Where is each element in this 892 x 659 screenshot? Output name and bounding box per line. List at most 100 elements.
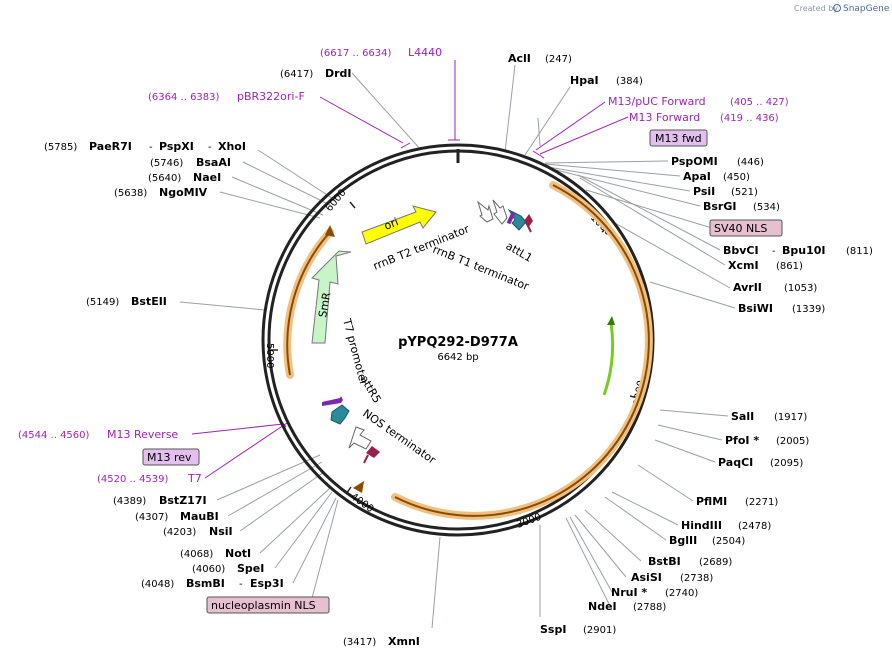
nsii-pos: (4203) bbox=[163, 527, 196, 538]
pbr322-name: pBR322ori-F bbox=[237, 90, 305, 103]
m13-rev-box bbox=[142, 448, 200, 466]
bpu10i-name: Bpu10I bbox=[782, 244, 826, 257]
noti-pos: (4068) bbox=[180, 549, 213, 560]
bstbi-pos: (2689) bbox=[699, 557, 732, 568]
t7-primer-name: T7 bbox=[187, 472, 202, 485]
hpai-pos: (384) bbox=[616, 76, 643, 87]
smr-arrow bbox=[311, 250, 352, 344]
ori-label: ori bbox=[382, 215, 400, 232]
bsrgi-name: BsrGI bbox=[703, 200, 736, 213]
sspi-name: SspI bbox=[540, 623, 566, 636]
terminator-stem-icon bbox=[525, 221, 532, 233]
tick-3000: 3000 bbox=[515, 512, 543, 531]
bbvci-name: BbvCI bbox=[723, 244, 759, 257]
sspi-pos: (2901) bbox=[583, 625, 616, 636]
plasmid-name: pYPQ292-D977A bbox=[398, 335, 518, 350]
cds-left-arrowhead-icon bbox=[325, 225, 335, 237]
created-by-text: Created by bbox=[794, 4, 838, 13]
pfoi-name: PfoI * bbox=[725, 434, 759, 447]
cds-arrowhead-icon bbox=[353, 481, 364, 493]
attr5-icon bbox=[330, 404, 350, 425]
cds-arc-main bbox=[394, 184, 650, 517]
spei-pos: (4060) bbox=[192, 564, 225, 575]
xcmi-pos: (861) bbox=[776, 261, 803, 272]
rrnb-t1-terminator-icon bbox=[492, 199, 508, 225]
paer7i-dash1: - bbox=[149, 142, 153, 153]
apai-name: ApaI bbox=[683, 170, 711, 183]
bbvci-pos: (811) bbox=[846, 246, 873, 257]
naei-name: NaeI bbox=[193, 171, 221, 184]
xhoi-name: XhoI bbox=[218, 140, 246, 153]
ndei-pos: (2788) bbox=[633, 602, 666, 613]
bsteii-name: BstEII bbox=[131, 295, 167, 308]
snapgene-logo-text: SnapGene bbox=[843, 4, 890, 14]
ndei-name: NdeI bbox=[588, 600, 617, 613]
m13-fwd-box bbox=[649, 129, 708, 147]
hpai-name: HpaI bbox=[570, 74, 599, 87]
m13-rev-box-label: M13 rev bbox=[147, 451, 192, 464]
pfoi-pos: (2005) bbox=[776, 436, 809, 447]
bsmbi-name: BsmBI bbox=[186, 577, 225, 590]
t7-primer-range: (4520 .. 4539) bbox=[97, 474, 169, 485]
drdi-name: DrdI bbox=[325, 67, 352, 80]
bsrgi-pos: (534) bbox=[753, 202, 780, 213]
psii-pos: (521) bbox=[731, 187, 758, 198]
maubi-pos: (4307) bbox=[135, 512, 168, 523]
pflmi-pos: (2271) bbox=[745, 497, 778, 508]
m13-fwd-box-label: M13 fwd bbox=[655, 132, 702, 145]
smr-label: SmR bbox=[316, 291, 333, 319]
primer-leader-lines bbox=[191, 60, 629, 479]
paqci-name: PaqCI bbox=[718, 456, 753, 469]
psii-name: PsiI bbox=[693, 185, 715, 198]
nrui-pos: (2740) bbox=[665, 588, 698, 599]
l4440-name: L4440 bbox=[408, 46, 442, 59]
t7-promoter-icon bbox=[322, 396, 343, 406]
xcmi-name: XcmI bbox=[728, 259, 759, 272]
pspomi-pos: (446) bbox=[737, 157, 764, 168]
bsteii-pos: (5149) bbox=[86, 297, 119, 308]
paqci-pos: (2095) bbox=[770, 458, 803, 469]
sali-name: SalI bbox=[731, 410, 754, 423]
l4440-range: (6617 .. 6634) bbox=[320, 48, 392, 59]
bsmbi-pos: (4048) bbox=[141, 579, 174, 590]
ori-arrow bbox=[361, 205, 437, 245]
avrii-pos: (1053) bbox=[784, 283, 817, 294]
pspxi-name: PspXI bbox=[159, 140, 194, 153]
rrnb-t2-terminator-icon bbox=[477, 200, 494, 223]
nos-terminator-icon bbox=[348, 426, 372, 450]
m13rev-primer-range: (4544 .. 4560) bbox=[18, 430, 90, 441]
nos-terminator-marker-icon bbox=[366, 446, 380, 458]
bstz17i-pos: (4389) bbox=[113, 496, 146, 507]
asisi-pos: (2738) bbox=[680, 573, 713, 584]
green-feature-arrowhead-icon bbox=[607, 316, 615, 325]
pflmi-name: PflMI bbox=[696, 495, 727, 508]
xmni-pos: (3417) bbox=[343, 637, 376, 648]
bglii-name: BglII bbox=[669, 534, 697, 547]
pspomi-name: PspOMI bbox=[671, 155, 718, 168]
bsmbi-dash: - bbox=[239, 579, 243, 590]
esp3i-name: Esp3I bbox=[250, 577, 284, 590]
m13puc-name: M13/pUC Forward bbox=[608, 95, 706, 108]
plasmid-size: 6642 bp bbox=[437, 352, 478, 363]
tick-6000: 6000 bbox=[324, 187, 349, 214]
sv40-nls-box-label: SV40 NLS bbox=[714, 222, 767, 235]
naei-pos: (5640) bbox=[148, 173, 181, 184]
paer7i-pos: (5785) bbox=[44, 142, 77, 153]
maubi-name: MauBI bbox=[180, 510, 219, 523]
pbr322-range: (6364 .. 6383) bbox=[148, 92, 220, 103]
bsiwi-pos: (1339) bbox=[792, 304, 825, 315]
hindiii-pos: (2478) bbox=[738, 521, 771, 532]
paer7i-name: PaeR7I bbox=[89, 140, 132, 153]
acli-name: AclI bbox=[508, 52, 531, 65]
nos-terminator-label: NOS terminator bbox=[360, 407, 438, 467]
green-feature-arc bbox=[602, 322, 615, 396]
noti-name: NotI bbox=[225, 547, 251, 560]
m13fwd-primer-range: (419 .. 436) bbox=[720, 113, 779, 124]
sv40-nls-box bbox=[709, 219, 783, 237]
m13fwd-primer-name: M13 Forward bbox=[629, 111, 700, 124]
bbvci-dash: - bbox=[772, 246, 776, 257]
spei-name: SpeI bbox=[237, 562, 264, 575]
cds-arc-left bbox=[286, 231, 331, 376]
nrui-name: NruI * bbox=[611, 586, 647, 599]
